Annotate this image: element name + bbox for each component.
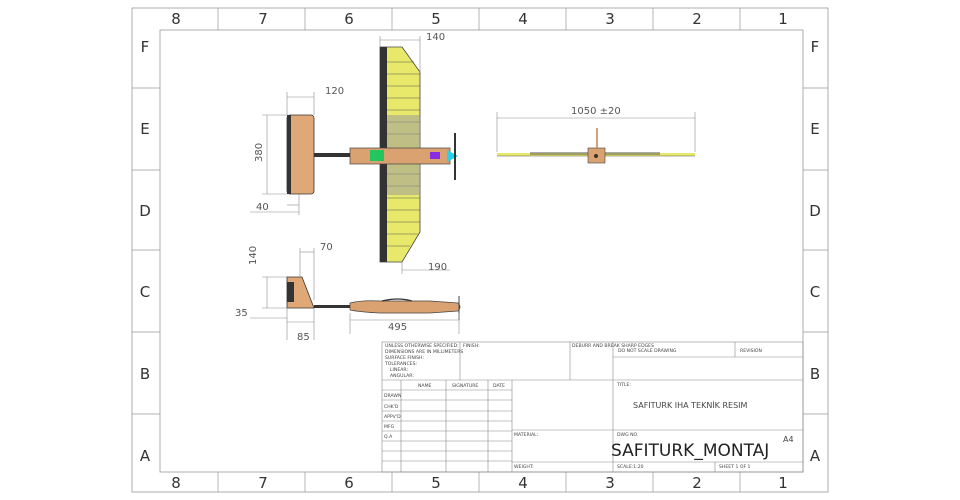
tb-deburr: DEBURR AND BREAK SHARP EDGES <box>572 343 654 349</box>
dim-side-tail-len: 85 <box>297 332 310 343</box>
tb-note-4: TOLERANCES: <box>384 361 417 367</box>
tb-dwg-value: SAFITURK_MONTAJ <box>611 441 769 461</box>
title-block <box>381 341 804 473</box>
side-view-fuselage <box>349 300 461 314</box>
top-view-h-tail-edge <box>287 115 291 194</box>
zone-col-top-5: 5 <box>431 10 441 28</box>
zone-row-right-b: B <box>810 365 820 383</box>
zone-row-right-d: D <box>809 202 821 220</box>
tb-scale: SCALE:1:20 <box>617 464 644 470</box>
dim-side-left: 35 <box>235 308 248 319</box>
dim-side-height: 140 <box>248 246 259 265</box>
dim-tail-height: 380 <box>254 143 265 162</box>
side-view-canopy <box>381 298 413 302</box>
tb-revision: REVISION <box>740 348 762 354</box>
zone-col-bottom-7: 7 <box>258 474 268 492</box>
zone-col-top-3: 3 <box>605 10 615 28</box>
zone-row-left-e: E <box>140 120 149 138</box>
tb-col-date: DATE <box>493 383 505 389</box>
tb-note-5: LINEAR: <box>390 367 408 373</box>
zone-col-bottom-2: 2 <box>692 474 702 492</box>
zone-row-left-a: A <box>140 447 151 465</box>
zone-row-right-c: C <box>810 283 820 301</box>
tb-note-1: UNLESS OTHERWISE SPECIFIED: <box>385 343 459 349</box>
front-view <box>497 128 695 164</box>
zone-row-left-b: B <box>140 365 150 383</box>
tb-title-label: TITLE: <box>616 382 631 388</box>
top-view-dimension-lines <box>250 36 450 274</box>
zone-col-top-1: 1 <box>778 10 788 28</box>
front-view-dimension-lines <box>496 112 696 152</box>
top-view-h-tail <box>286 114 315 195</box>
dim-side-tail: 70 <box>320 242 333 253</box>
top-view <box>286 46 458 263</box>
zone-col-top-8: 8 <box>171 10 181 28</box>
zone-row-right-f: F <box>811 38 820 56</box>
zone-col-top-4: 4 <box>518 10 528 28</box>
tb-dwg-label: DWG NO. <box>617 432 638 438</box>
outer-frame <box>131 7 829 493</box>
side-view-dimension-lines <box>250 248 460 340</box>
side-view-fin-edge <box>287 282 294 302</box>
tb-size: A4 <box>783 435 794 444</box>
top-view-green-part <box>370 150 384 161</box>
zone-col-bottom-4: 4 <box>518 474 528 492</box>
zone-col-top-6: 6 <box>344 10 354 28</box>
tb-note-2: DIMENSIONS ARE IN MILLIMETERS <box>385 349 463 355</box>
zone-row-right-e: E <box>810 120 819 138</box>
zone-row-right-a: A <box>810 447 821 465</box>
tb-material-label: MATERIAL: <box>514 432 539 438</box>
side-view <box>286 276 461 320</box>
zone-row-left-f: F <box>141 38 150 56</box>
zone-col-bottom-8: 8 <box>171 474 181 492</box>
tb-row-qa: Q.A <box>384 434 393 440</box>
tb-finish: FINISH: <box>463 343 480 349</box>
top-view-purple-part <box>430 152 440 159</box>
top-view-nose-cone <box>447 150 458 162</box>
zone-col-bottom-3: 3 <box>605 474 615 492</box>
zone-col-bottom-5: 5 <box>431 474 441 492</box>
side-view-boom <box>314 305 350 308</box>
front-view-hub <box>594 154 598 158</box>
tb-weight-label: WEIGHT: <box>514 464 534 470</box>
tb-row-mfg: MFG <box>384 424 395 430</box>
zone-col-bottom-6: 6 <box>344 474 354 492</box>
dim-wing-chord: 140 <box>426 32 445 43</box>
tb-row-chkd: CHK'D <box>384 404 399 410</box>
zone-row-left-d: D <box>139 202 151 220</box>
dim-tail-root: 40 <box>256 202 269 213</box>
tb-col-name: NAME <box>418 383 432 389</box>
tb-row-appvd: APPV'D <box>384 414 401 420</box>
tb-do-not-scale: DO NOT SCALE DRAWING <box>618 348 677 354</box>
zone-col-bottom-1: 1 <box>778 474 788 492</box>
dim-tail-width: 120 <box>325 86 344 97</box>
tb-row-drawn: DRAWN <box>384 393 401 399</box>
zone-col-top-2: 2 <box>692 10 702 28</box>
tb-col-signature: SIGNATURE <box>452 383 478 389</box>
tb-note-3: SURFACE FINISH: <box>385 355 424 361</box>
tb-title-value: SAFITURK IHA TEKNİK RESIM <box>633 400 748 410</box>
dim-wingspan: 1050 ±20 <box>571 106 621 117</box>
tb-note-6: ANGULAR: <box>390 373 414 379</box>
dim-fuselage-len: 495 <box>388 322 407 333</box>
zone-col-top-7: 7 <box>258 10 268 28</box>
dim-wing-tip: 190 <box>428 262 447 273</box>
tb-sheet: SHEET 1 OF 1 <box>719 464 751 470</box>
zone-ticks <box>132 8 828 492</box>
zone-row-left-c: C <box>140 283 150 301</box>
top-view-boom <box>300 153 350 157</box>
